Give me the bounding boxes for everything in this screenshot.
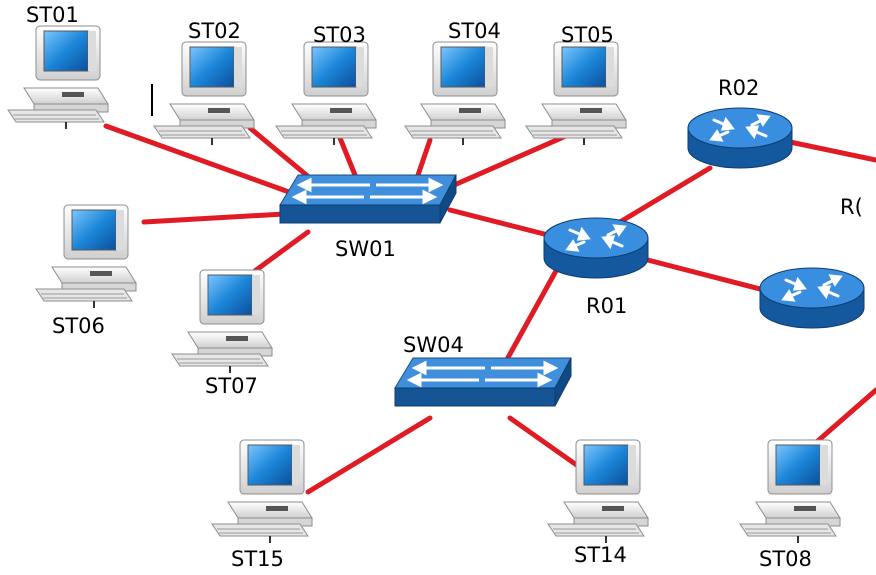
label-st14: ST14 <box>574 543 627 567</box>
label-st05: ST05 <box>561 23 614 47</box>
link-st04-sw01 <box>415 137 433 178</box>
label-sw04: SW04 <box>403 333 464 357</box>
link-r01-r02 <box>617 165 713 225</box>
workstation-st06[interactable] <box>35 204 137 309</box>
link-sw04-st14 <box>507 415 581 469</box>
link-r02-r02-offscreen <box>787 139 876 163</box>
workstation-st02[interactable] <box>153 41 255 146</box>
link-st03-sw01 <box>337 135 358 178</box>
switch-sw04[interactable] <box>393 356 573 408</box>
label-st03: ST03 <box>313 23 366 47</box>
link-st06-sw01 <box>141 211 287 225</box>
workstation-st05[interactable] <box>525 41 627 146</box>
label-st15: ST15 <box>231 547 284 571</box>
label-st02: ST02 <box>188 19 241 43</box>
link-st01-sw01 <box>103 123 303 199</box>
link-sw01-r01 <box>447 207 555 239</box>
router-r02[interactable] <box>686 106 794 170</box>
router-r01[interactable] <box>542 216 650 280</box>
workstation-st15[interactable] <box>211 439 313 544</box>
label-st04: ST04 <box>448 19 501 43</box>
switch-sw01[interactable] <box>278 173 458 225</box>
router-r03[interactable] <box>758 266 866 330</box>
link-st07-sw01 <box>245 229 311 279</box>
label-r03: R( <box>840 195 863 219</box>
network-links <box>103 123 876 495</box>
label-r02: R02 <box>718 76 759 100</box>
workstation-st07[interactable] <box>171 269 273 374</box>
workstation-st08[interactable] <box>739 439 841 544</box>
link-r01-r03 <box>637 255 767 293</box>
workstation-st03[interactable] <box>275 41 377 146</box>
workstation-st04[interactable] <box>404 41 506 146</box>
link-st02-sw01 <box>247 125 313 181</box>
label-st07: ST07 <box>205 374 258 398</box>
link-r03-st08 <box>809 387 876 449</box>
workstation-st01[interactable] <box>7 25 109 130</box>
label-r01: R01 <box>586 294 627 318</box>
link-sw04-st15 <box>305 415 433 495</box>
link-r01-sw04 <box>497 257 565 375</box>
label-st08: ST08 <box>759 547 812 571</box>
label-st06: ST06 <box>52 314 105 338</box>
label-st01: ST01 <box>26 3 79 27</box>
link-st05-sw01 <box>449 129 578 189</box>
label-sw01: SW01 <box>335 237 396 261</box>
